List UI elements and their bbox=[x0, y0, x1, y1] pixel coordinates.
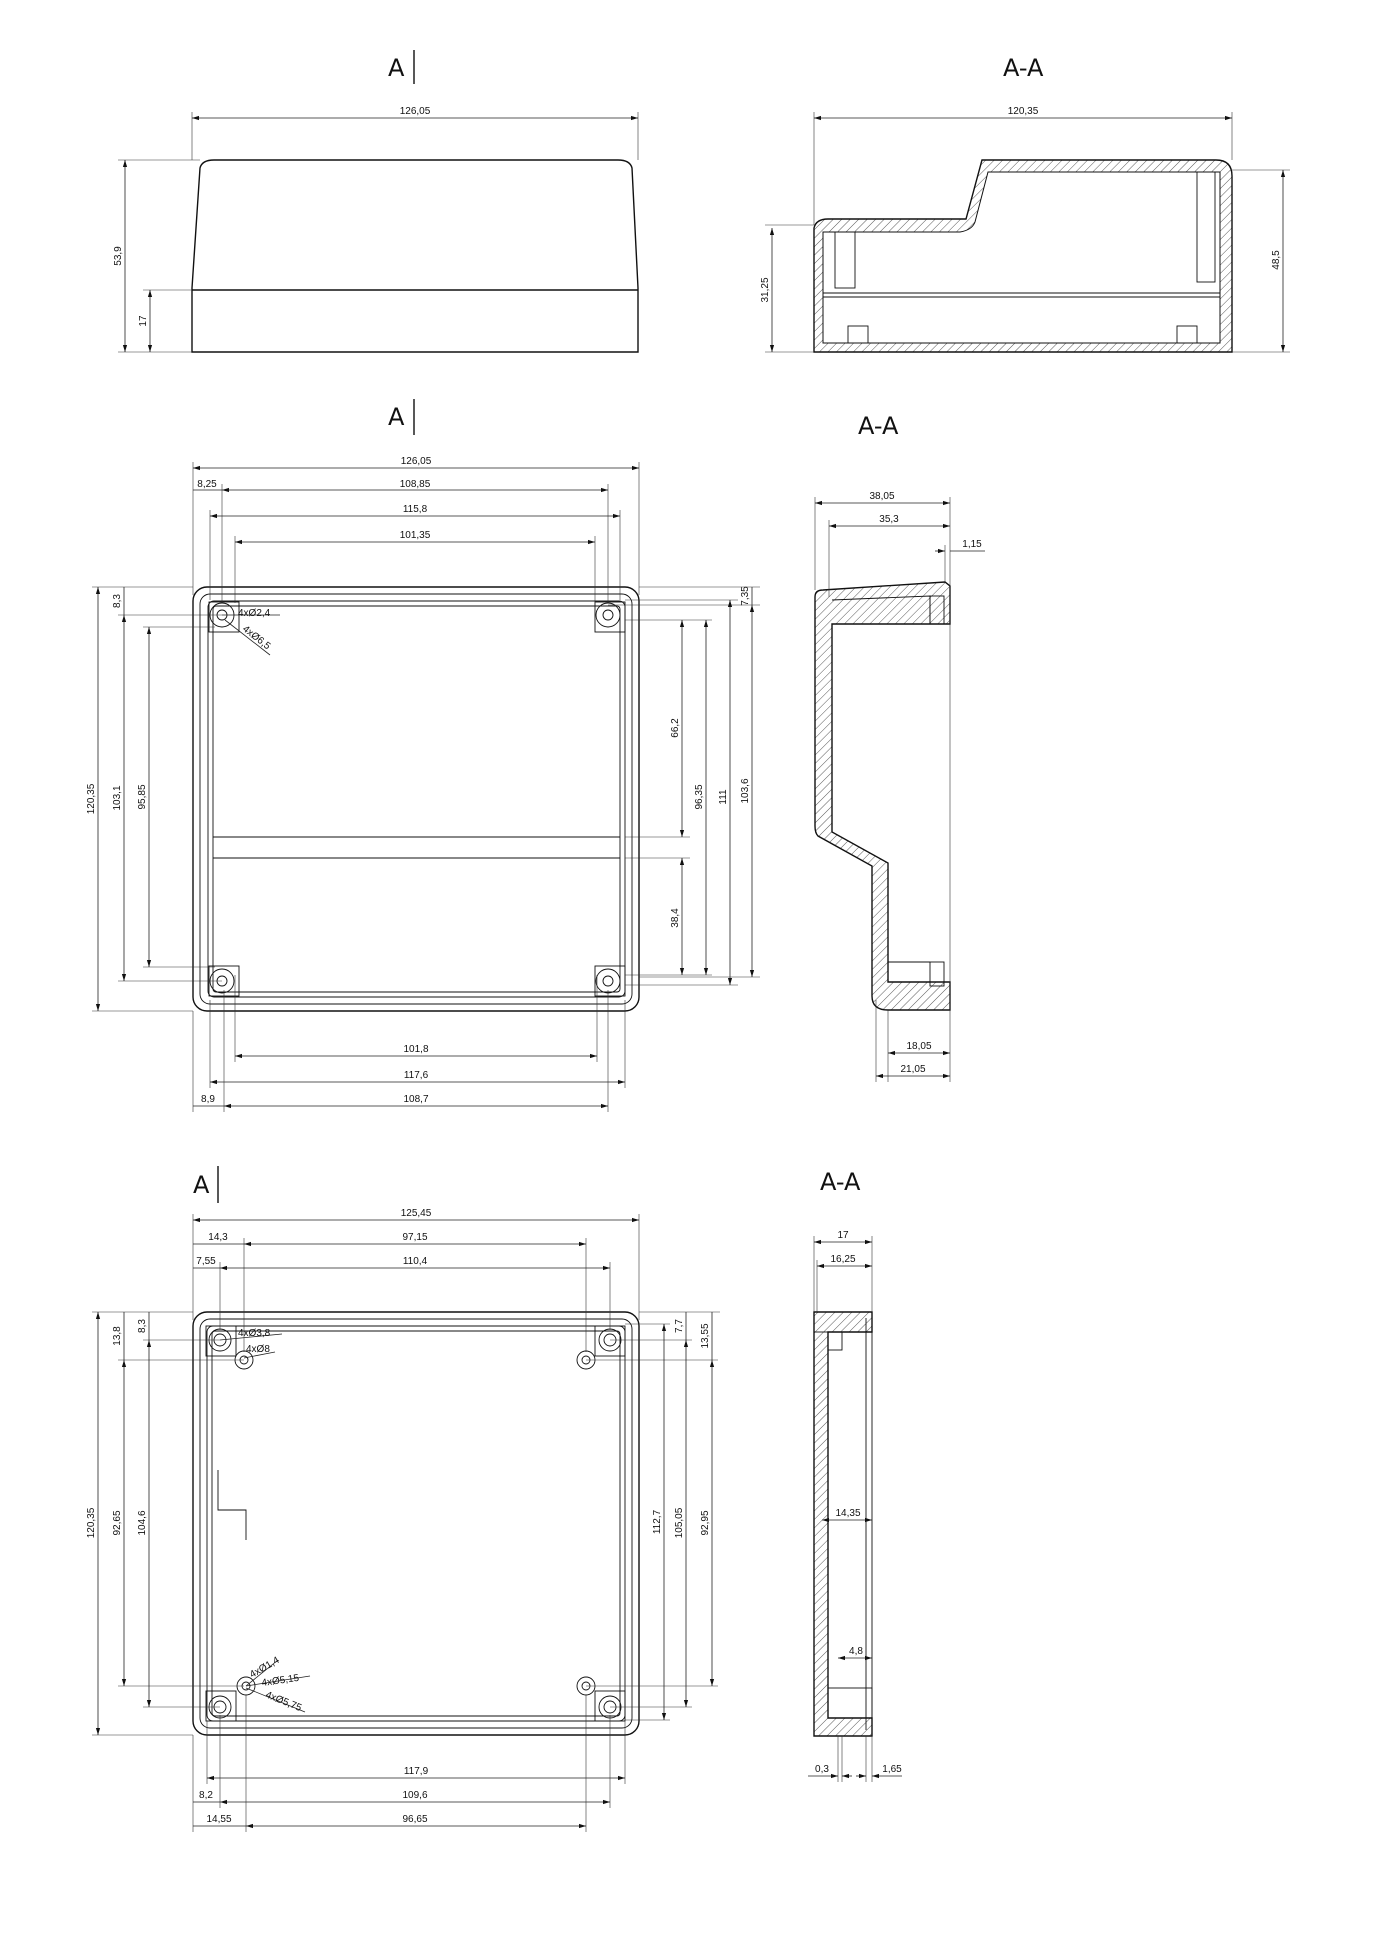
dim-bottom-offset-top-1: 13,8 bbox=[112, 1326, 123, 1346]
dim-plan-inner-width: 115,8 bbox=[403, 504, 428, 515]
view-label-aa-2: A-A bbox=[858, 412, 899, 440]
dim-plan-outer-depth-1: 111 bbox=[718, 789, 729, 805]
dim-bottom-offset-left-2: 7,55 bbox=[196, 1256, 216, 1267]
dim-profile-1-inner: 35,3 bbox=[879, 514, 899, 525]
screw-boss-top-right bbox=[594, 601, 626, 633]
dim-profile-1-bottom: 21,05 bbox=[900, 1064, 925, 1075]
boss-bottom-plan-bl bbox=[205, 1690, 237, 1722]
dim-plan-outer-depth-2: 103,6 bbox=[740, 778, 751, 803]
dim-bottom-offset-right-1: 7,7 bbox=[674, 1319, 685, 1333]
dim-plan-hole-span-outer: 108,85 bbox=[400, 479, 431, 490]
dim-bottom-offset-1: 8,2 bbox=[199, 1790, 213, 1801]
dim-profile-2-left-gap: 0,3 bbox=[815, 1764, 829, 1775]
dim-bottom-span-4: 96,65 bbox=[402, 1814, 427, 1825]
note-plan-hole-1: 4xØ2,4 bbox=[238, 608, 271, 619]
note-bottom-hole-2: 4xØ8 bbox=[246, 1344, 270, 1355]
dim-front-width: 126,05 bbox=[400, 106, 431, 117]
dim-profile-1-wall: 1,15 bbox=[962, 539, 982, 550]
dim-plan-depth: 120,35 bbox=[86, 783, 97, 814]
top-plan-view: 4xØ2,4 4xØ6,5 126,05 8,25 108,85 115,8 1… bbox=[86, 456, 760, 1112]
dim-bottom-depth-4: 105,05 bbox=[674, 1507, 685, 1538]
dim-profile-2-inner: 16,25 bbox=[830, 1254, 855, 1265]
view-label-aa-3: A-A bbox=[820, 1168, 861, 1196]
dim-bottom-span-1: 97,15 bbox=[402, 1232, 427, 1243]
bottom-plan-outer-rim bbox=[192, 1311, 640, 1736]
dim-bottom-depth: 120,35 bbox=[86, 1507, 97, 1538]
dim-profile-1-top: 38,05 bbox=[869, 491, 894, 502]
note-bottom-hole-5: 4xØ5,75 bbox=[264, 1690, 304, 1715]
dim-bottom-offset-top-2: 8,3 bbox=[137, 1319, 148, 1333]
dim-plan-width: 126,05 bbox=[401, 456, 432, 467]
boss-bottom-plan-tl bbox=[205, 1325, 237, 1357]
dim-profile-1-bottom-inner: 18,05 bbox=[906, 1041, 931, 1052]
view-label-aa-1: A-A bbox=[1003, 54, 1044, 82]
dim-bottom-inner-width: 117,9 bbox=[404, 1766, 429, 1777]
dim-plan-offset-left: 8,25 bbox=[197, 479, 217, 490]
dim-plan-bottom-hole-span: 101,8 bbox=[403, 1044, 428, 1055]
dim-section-width: 120,35 bbox=[1008, 106, 1039, 117]
dim-bottom-span-2: 110,4 bbox=[403, 1256, 428, 1267]
note-plan-hole-2: 4xØ6,5 bbox=[240, 624, 273, 653]
profile-2-wall bbox=[813, 1311, 873, 1737]
dim-section-left-height: 31,25 bbox=[760, 277, 771, 302]
dim-bottom-depth-1: 92,65 bbox=[112, 1510, 123, 1535]
dim-plan-hole-depth: 95,85 bbox=[137, 784, 148, 809]
dim-plan-bottom-inner: 117,6 bbox=[404, 1070, 429, 1081]
dim-plan-offset-right-top: 7,35 bbox=[740, 586, 751, 606]
view-label-a-1: A bbox=[388, 50, 415, 84]
view-label-text: A bbox=[388, 403, 405, 431]
dim-bottom-width: 125,45 bbox=[401, 1208, 432, 1219]
dim-bottom-depth-2: 104,6 bbox=[137, 1510, 148, 1535]
note-bottom-hole-4: 4xØ5,15 bbox=[261, 1673, 300, 1689]
view-label-a-3: A bbox=[193, 1166, 219, 1203]
dim-section-right-height: 48,5 bbox=[1271, 250, 1282, 270]
dim-plan-bottom-offset: 8,9 bbox=[201, 1094, 215, 1105]
dim-plan-upper-part: 66,2 bbox=[670, 718, 681, 738]
profile-1-wall bbox=[814, 581, 951, 1011]
screw-boss-bottom-right bbox=[594, 965, 626, 997]
boss-bottom-plan-tr bbox=[594, 1325, 626, 1357]
section-cavity bbox=[822, 171, 1221, 344]
dim-profile-2-step: 4,8 bbox=[849, 1646, 863, 1657]
profile-view-1: 38,05 35,3 1,15 18,05 21,05 bbox=[814, 491, 985, 1082]
dim-front-base: 17 bbox=[138, 315, 149, 327]
plan-outer-rim bbox=[192, 586, 640, 1012]
dim-profile-2-outer: 17 bbox=[837, 1230, 849, 1241]
dim-bottom-depth-5: 92,95 bbox=[700, 1510, 711, 1535]
dim-front-height: 53,9 bbox=[113, 246, 124, 266]
dim-plan-inner-depth: 96,35 bbox=[694, 784, 705, 809]
bottom-plan-view: 4xØ3,8 4xØ8 4xØ1,4 4xØ5,15 4xØ5,75 125,4… bbox=[86, 1208, 720, 1832]
note-bottom-hole-1: 4xØ3,8 bbox=[238, 1328, 271, 1339]
section-side-view: 120,35 31,25 48,5 bbox=[760, 106, 1290, 353]
view-label-a-2: A bbox=[388, 399, 415, 435]
view-label-text: A bbox=[193, 1171, 210, 1199]
dim-profile-2-right-gap: 1,65 bbox=[882, 1764, 902, 1775]
dim-plan-hole-span: 101,35 bbox=[400, 530, 431, 541]
dim-bottom-offset-right-2: 13,55 bbox=[700, 1323, 711, 1348]
view-label-text: A bbox=[388, 54, 405, 82]
profile-view-2: 17 16,25 14,35 4,8 0,3 1,65 bbox=[808, 1230, 902, 1782]
dim-plan-bottom-span: 108,7 bbox=[403, 1094, 428, 1105]
dim-plan-offset-top: 8,3 bbox=[112, 594, 123, 608]
dim-bottom-span-3: 109,6 bbox=[402, 1790, 427, 1801]
dim-profile-2-mid: 14,35 bbox=[835, 1508, 860, 1519]
dim-bottom-offset-2: 14,55 bbox=[206, 1814, 231, 1825]
dim-bottom-depth-3: 112,7 bbox=[652, 1509, 663, 1534]
dim-plan-hole-depth-outer: 103,1 bbox=[112, 785, 123, 810]
dim-bottom-offset-left-1: 14,3 bbox=[208, 1232, 228, 1243]
front-view-outline bbox=[191, 159, 639, 353]
dim-plan-lower-part: 38,4 bbox=[670, 908, 681, 928]
front-view: 126,05 53,9 17 bbox=[113, 106, 639, 353]
